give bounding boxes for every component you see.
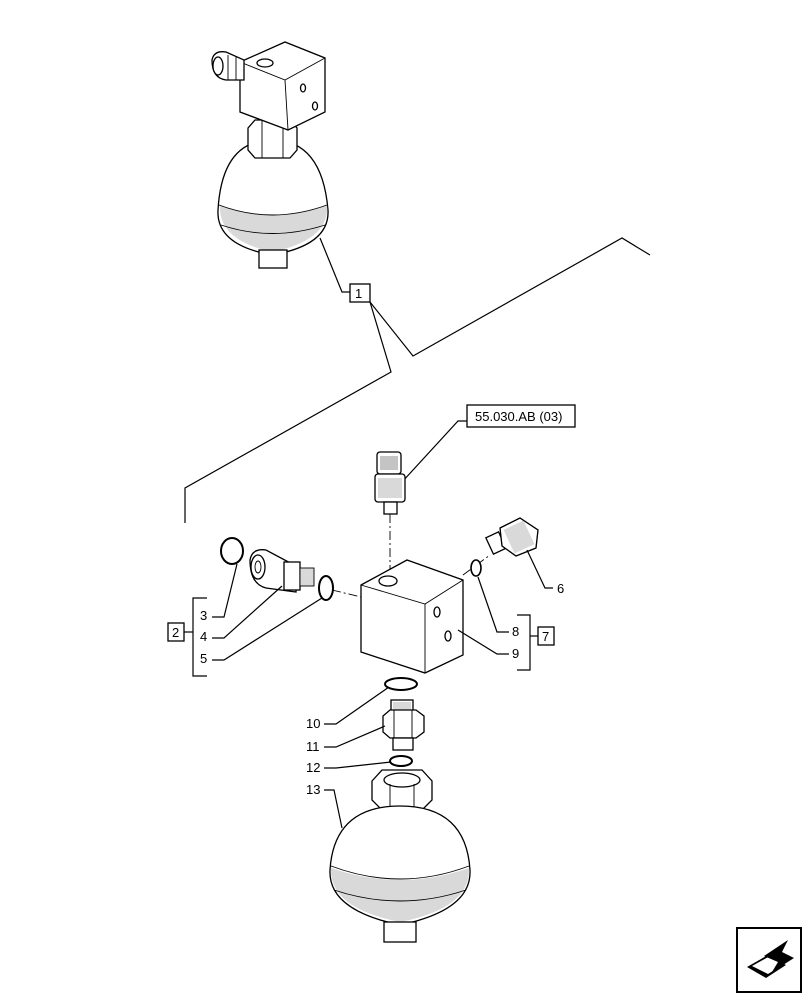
item-1-right-leader [369, 237, 651, 357]
item-11-label: 11 [306, 739, 320, 754]
top-accumulator-assembly [211, 41, 329, 269]
item-8-label: 8 [512, 624, 519, 639]
leader-11 [324, 725, 386, 748]
item-1-left-leader [184, 301, 392, 523]
item-4-label: 4 [200, 629, 207, 644]
o-ring-12 [389, 755, 413, 767]
valve-block [360, 559, 464, 674]
item-3-label: 3 [200, 608, 207, 623]
o-ring-10 [384, 677, 418, 691]
fitting-6 [484, 517, 539, 557]
reference-box [466, 404, 576, 428]
o-ring-8 [470, 559, 482, 577]
adapter-11 [382, 699, 425, 751]
centerline-left [331, 589, 362, 598]
item-12-label: 12 [306, 760, 320, 775]
item-1-box [349, 283, 371, 303]
leader-5 [212, 597, 323, 661]
pressure-sensor [374, 451, 406, 515]
centerline-right [462, 554, 491, 576]
leader-13 [324, 789, 343, 829]
leader-8 [477, 576, 509, 633]
item-9-label: 9 [512, 646, 519, 661]
bracket-2 [192, 597, 207, 677]
item-5-label: 5 [200, 651, 207, 666]
item-10-label: 10 [306, 716, 320, 731]
item-7-label: 7 [542, 629, 549, 644]
item-1-label: 1 [355, 286, 362, 301]
leader-9 [457, 629, 509, 655]
leader-10 [324, 686, 390, 725]
item-6-label: 6 [557, 581, 564, 596]
leader-6 [526, 549, 553, 589]
leader-4 [212, 585, 283, 639]
bracket-7 [517, 614, 531, 671]
reference-leader [401, 420, 467, 483]
o-ring-5 [318, 575, 334, 601]
elbow-fitting-4 [249, 549, 315, 593]
leader-12 [324, 761, 392, 769]
leader-3 [212, 563, 238, 618]
item-13-label: 13 [306, 782, 320, 797]
next-page-arrow-icon[interactable] [736, 927, 802, 993]
reference-label: 55.030.AB (03) [475, 409, 562, 424]
item-2-label: 2 [172, 625, 179, 640]
leader-1-top [319, 237, 350, 293]
o-ring-3 [220, 537, 244, 565]
accumulator-13 [329, 769, 471, 943]
item-7-box [537, 626, 555, 646]
